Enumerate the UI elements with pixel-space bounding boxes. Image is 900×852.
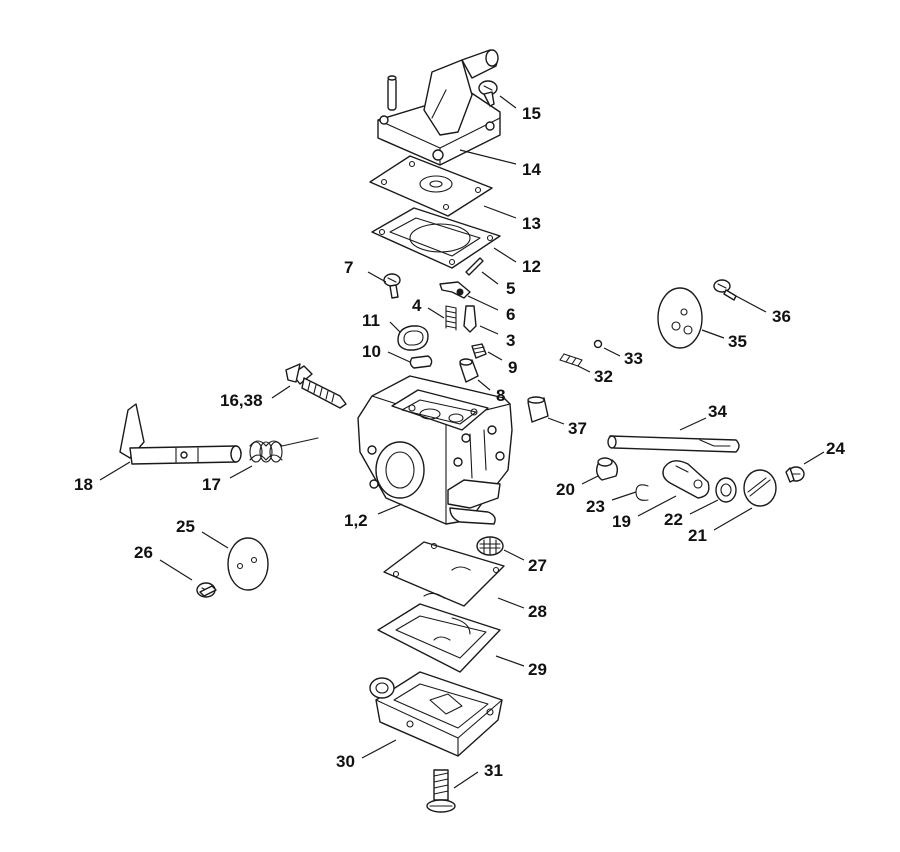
part-13-pump-diaphragm — [369, 155, 493, 217]
callout-35: 35 — [728, 332, 747, 351]
callout-17: 17 — [202, 475, 221, 494]
part-12-gasket — [371, 207, 501, 269]
part-23-circlip — [635, 484, 649, 501]
callout-8: 8 — [496, 386, 505, 405]
callout-14: 14 — [522, 160, 541, 179]
callout-6: 6 — [506, 305, 515, 324]
part-28-gasket — [383, 541, 505, 607]
callout-15: 15 — [522, 104, 541, 123]
part-21-choke-knob — [743, 469, 777, 507]
part-15-screw — [478, 80, 498, 107]
callout-5: 5 — [506, 279, 515, 298]
callout-30: 30 — [336, 752, 355, 771]
callout-28: 28 — [528, 602, 547, 621]
part-1-2-carburetor-body — [357, 375, 513, 525]
callout-31: 31 — [484, 761, 503, 780]
part-16-38-adjusting-screw — [285, 363, 347, 409]
part-25-throttle-plate — [227, 537, 269, 591]
callout-18: 18 — [74, 475, 93, 494]
part-26-screw — [196, 582, 217, 598]
part-31-screw — [426, 769, 456, 813]
callout-26: 26 — [134, 543, 153, 562]
part-22-washer — [715, 477, 737, 503]
part-11-seal-ring — [397, 325, 429, 351]
callout-9: 9 — [508, 358, 517, 377]
part-29-metering-diaphragm — [377, 603, 501, 673]
callout-11: 11 — [362, 311, 380, 330]
callout-36: 36 — [772, 307, 791, 326]
part-35-choke-plate — [657, 287, 703, 349]
part-10-plug — [409, 355, 433, 369]
part-20-sleeve — [595, 457, 619, 481]
callout-20: 20 — [556, 480, 575, 499]
callout-25: 25 — [176, 517, 195, 536]
part-37-sleeve — [527, 396, 549, 423]
part-18-throttle-shaft — [119, 403, 242, 465]
callout-29: 29 — [528, 660, 547, 679]
part-32-spring — [559, 353, 583, 367]
callout-10: 10 — [362, 342, 381, 361]
leader-lines — [99, 95, 825, 789]
part-30-metering-cover — [369, 671, 503, 757]
callout-3: 3 — [506, 331, 515, 350]
callout-24: 24 — [826, 439, 845, 458]
callout-23: 23 — [586, 497, 605, 516]
part-8-sleeve — [459, 358, 479, 383]
callout-37: 37 — [568, 419, 587, 438]
part-33-ball — [593, 339, 603, 349]
callout-7: 7 — [344, 258, 353, 277]
callout-1-2: 1,2 — [344, 511, 368, 530]
callout-27: 27 — [528, 556, 547, 575]
part-5-pin — [465, 257, 484, 276]
callout-34: 34 — [708, 402, 727, 421]
callout-labels: 15 14 13 12 7 5 6 4 3 11 9 10 8 16,38 37… — [74, 104, 845, 780]
callout-19: 19 — [612, 512, 631, 531]
part-3-inlet-needle — [463, 305, 477, 333]
callout-16-38: 16,38 — [220, 391, 263, 410]
part-7-screw — [383, 273, 401, 299]
part-27-fuel-screen — [476, 536, 504, 556]
part-6-control-lever — [439, 281, 471, 299]
part-19-choke-lever — [662, 460, 710, 499]
part-14-pump-cover — [377, 49, 501, 166]
part-17-torsion-spring — [249, 437, 319, 463]
part-24-screw — [785, 466, 805, 483]
callout-33: 33 — [624, 349, 643, 368]
part-36-screw — [713, 279, 737, 301]
callout-12: 12 — [522, 257, 541, 276]
callout-13: 13 — [522, 214, 541, 233]
callout-22: 22 — [664, 510, 683, 529]
callout-32: 32 — [594, 367, 613, 386]
callout-21: 21 — [688, 526, 707, 545]
callout-4: 4 — [412, 296, 422, 315]
part-4-spring — [445, 305, 457, 331]
part-9-check-valve — [471, 343, 487, 359]
part-34-choke-shaft — [607, 435, 740, 453]
